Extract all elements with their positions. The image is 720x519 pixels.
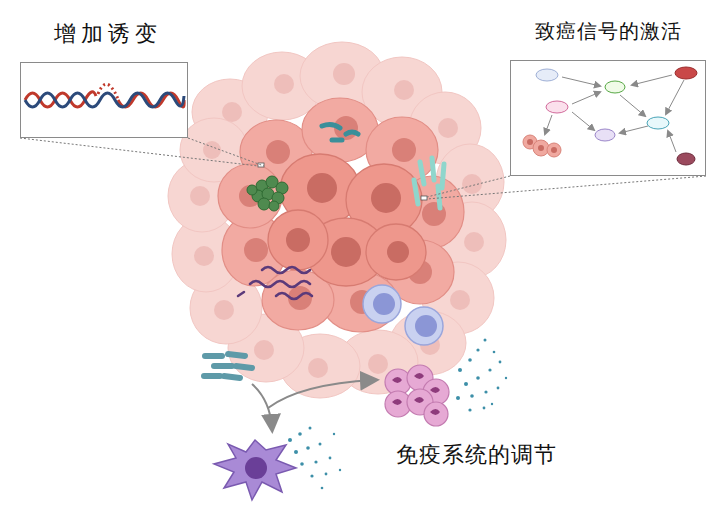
callout-panel: 致癌信号的激活 <box>500 18 716 178</box>
panel-heading: 增加诱变 <box>18 20 198 49</box>
panel-heading: 致癌信号的激活 <box>500 18 716 44</box>
inset-frame <box>510 60 706 176</box>
callout-panel: 增加诱变 <box>18 20 198 140</box>
annotation-label: 免疫系统的调节 <box>396 440 557 470</box>
inset-frame <box>20 62 188 138</box>
